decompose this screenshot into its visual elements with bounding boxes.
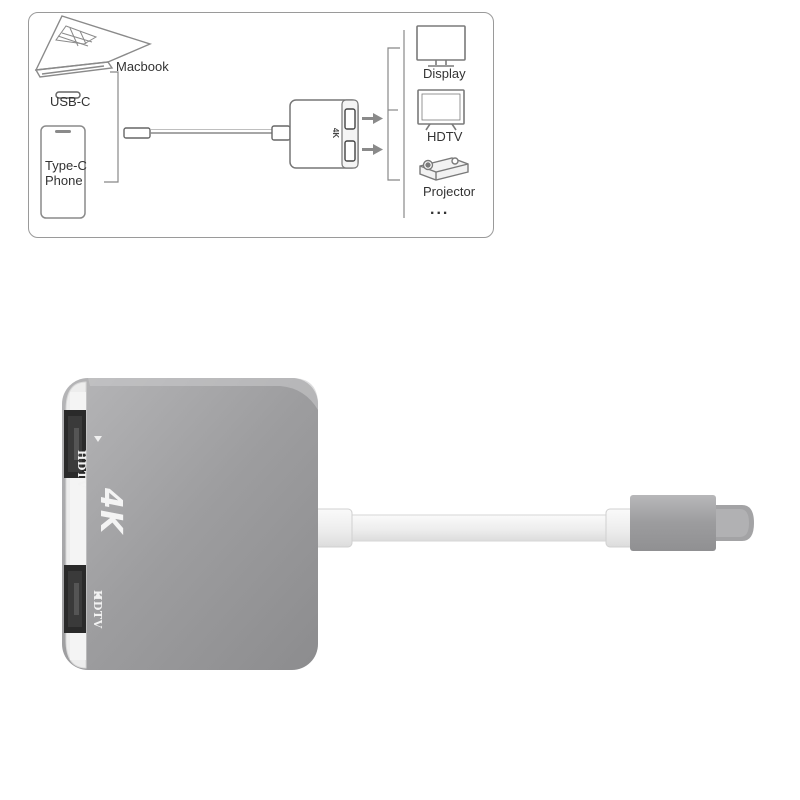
hdmi-port-top [64,410,86,478]
display-label: Display [423,66,466,81]
connection-diagram [28,12,494,238]
port-arrow-icon [94,436,102,442]
phone-label-line1: Type-C [45,158,87,173]
product-4k-badge: 4K [93,488,128,535]
projector-label: Projector [423,184,476,199]
port-arrow-icon [94,592,102,598]
phone-icon [40,125,86,219]
usbc-label: USB-C [50,94,91,109]
diagram-adapter [289,99,359,169]
macbook-label: Macbook [116,59,169,74]
hdmi-port-bottom [64,565,86,633]
display-icon [416,25,466,67]
source-bracket [104,71,119,183]
phone-label-line2: Phone [45,173,83,188]
hdtv-label: HDTV [427,129,463,144]
macbook-icon [34,15,153,78]
output-bracket [387,30,405,218]
arrow-icon [362,113,383,155]
more-outputs-label: ... [430,201,450,218]
usbc-port-icon [55,91,81,99]
projector-icon [419,157,469,181]
port-bottom-label: HDTV [91,590,104,629]
usb-c-cable [309,508,637,548]
port-top-label: HDTV [75,450,88,489]
usb-c-plug [630,495,754,551]
hdtv-icon [417,89,465,131]
